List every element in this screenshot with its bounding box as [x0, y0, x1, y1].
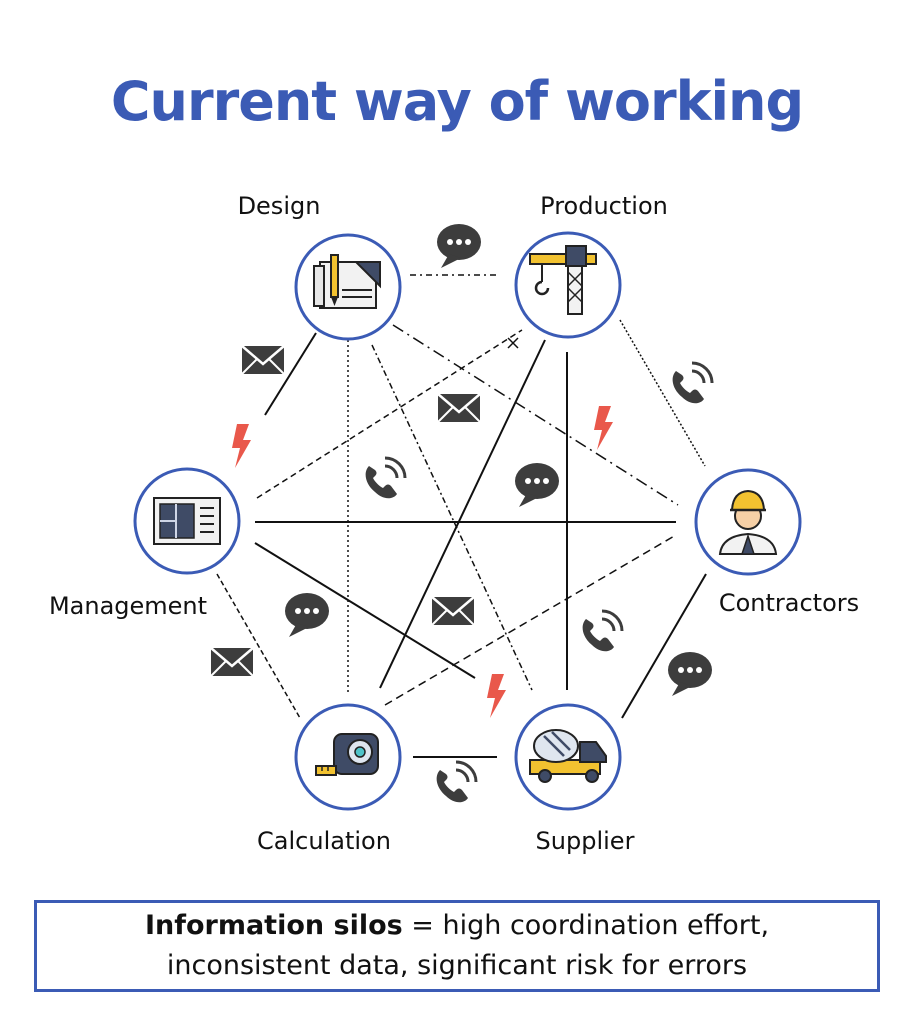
phone-icon: [581, 609, 624, 653]
phone-icon: [671, 361, 714, 405]
line-production-calculation: [379, 339, 546, 689]
line-management-supplier: [254, 542, 476, 679]
line-production-management: [256, 329, 523, 499]
envelope-icon: [436, 392, 482, 424]
management-label: Management: [49, 592, 207, 620]
line-contractors-supplier: [621, 573, 707, 719]
line-production-contractors: [619, 319, 706, 467]
envelope-icon: [209, 646, 255, 678]
summary-box: Information silos = high coordination ef…: [34, 900, 880, 992]
line-calculation-contractors: [384, 534, 677, 706]
construction-worker-icon: [718, 489, 778, 555]
node-calculation: Calculation: [257, 703, 402, 855]
supplier-label: Supplier: [536, 827, 635, 855]
design-label: Design: [238, 192, 321, 220]
line-break-mark: [507, 337, 519, 349]
node-production: Production: [514, 192, 668, 339]
phone-icon: [364, 456, 407, 500]
line-design-contractors: [392, 324, 679, 506]
lightning-bolt-icon: [594, 406, 613, 450]
contractors-label: Contractors: [719, 589, 859, 617]
node-supplier: Supplier: [514, 703, 635, 855]
node-management: Management: [49, 467, 241, 620]
summary-line-1: Information silos = high coordination ef…: [145, 906, 769, 946]
node-contractors: Contractors: [694, 468, 859, 617]
chat-bubble-icon: [668, 652, 712, 696]
summary-bold-term: Information silos: [144, 910, 403, 941]
lightning-bolt-icon: [487, 674, 506, 718]
summary-rest: = high coordination effort,: [402, 910, 770, 941]
calculation-label: Calculation: [257, 827, 391, 855]
crane-icon: [529, 245, 597, 315]
envelope-icon: [240, 344, 286, 376]
tape-measure-icon: [315, 733, 379, 776]
line-management-calculation: [216, 573, 301, 719]
line-design-management: [264, 332, 317, 416]
lightning-bolt-icon: [232, 424, 251, 468]
cement-truck-icon: [529, 729, 607, 783]
chat-bubble-icon: [285, 593, 329, 637]
phone-icon: [435, 760, 478, 804]
chat-bubble-icon: [437, 224, 481, 268]
connection-lines: [216, 274, 707, 758]
summary-line-2: inconsistent data, significant risk for …: [166, 950, 748, 981]
envelope-icon: [430, 595, 476, 627]
production-label: Production: [540, 192, 668, 220]
blueprint-icon: [313, 254, 381, 309]
page-title: Current way of working: [110, 70, 804, 133]
chat-bubble-icon: [515, 463, 559, 507]
communication-icons: [209, 224, 714, 804]
node-design: Design: [238, 192, 402, 341]
puzzle-document-icon: [153, 497, 221, 545]
